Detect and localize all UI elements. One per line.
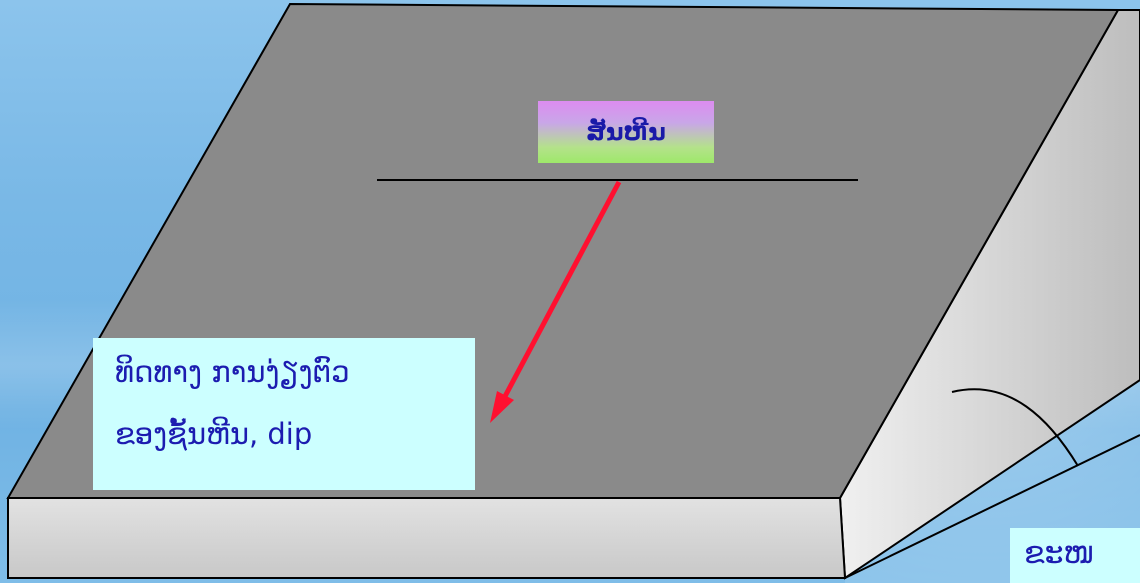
dip-arrow-shaft	[499, 180, 622, 404]
dip-direction-label: ທິດທາງ ການງ່ຽງຕົວ ຂອງຊັ້ນຫີນ, dip	[93, 338, 475, 490]
strike-label: ສັນຫີນ	[538, 101, 714, 163]
dip-direction-label-line-2: ຂອງຊັ້ນຫີນ, dip	[115, 417, 313, 451]
dip-arrow-head	[490, 391, 514, 423]
dip-angle-label: ຂະໜ	[1010, 528, 1140, 583]
dip-angle-arc	[951, 388, 1079, 467]
slab-front-face	[7, 497, 847, 579]
dip-direction-label-line-1: ທິດທາງ ການງ່ຽງຕົວ	[115, 355, 350, 389]
horizontal-reference-line	[844, 434, 1140, 579]
